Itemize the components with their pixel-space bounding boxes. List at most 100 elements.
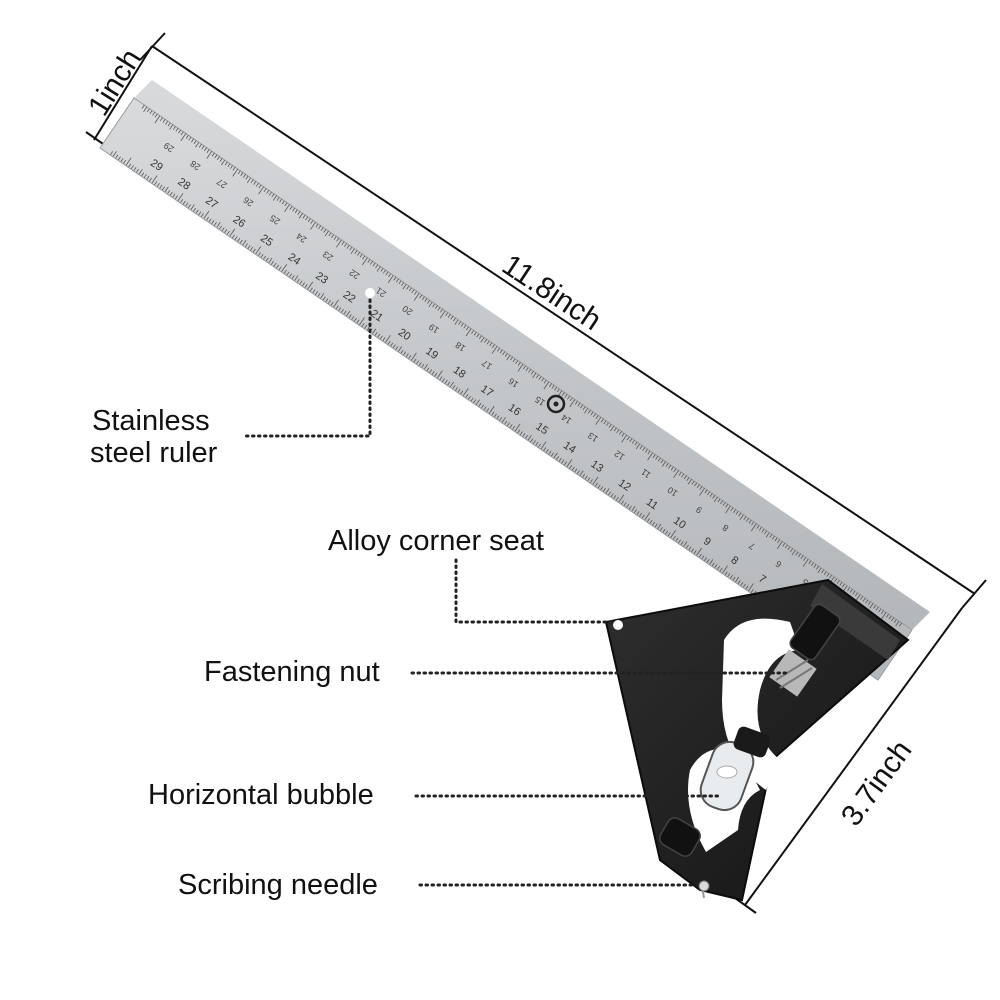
ruler-tick: [340, 308, 344, 313]
ruler-scale-number: 10: [666, 485, 680, 499]
ruler-tick: [426, 367, 430, 372]
ruler-tick: [356, 319, 360, 324]
ruler-tick: [447, 314, 451, 318]
ruler-tick: [574, 401, 578, 405]
ruler-tick: [367, 259, 371, 263]
ruler-tick: [504, 420, 508, 425]
ruler-scale-number: 8: [729, 554, 741, 567]
ruler-tick: [224, 161, 228, 166]
ruler-tick: [657, 523, 662, 530]
ruler-tick: [245, 243, 248, 248]
ruler-tick: [647, 452, 653, 461]
ruler-tick: [219, 225, 223, 230]
brand-logo-mark: [546, 394, 566, 414]
ruler-tick: [331, 234, 335, 239]
ruler-tick: [169, 191, 173, 196]
ruler-tick: [631, 440, 635, 444]
ruler-tick: [136, 168, 140, 173]
ruler-tick: [696, 547, 703, 556]
ruler-tick: [510, 356, 513, 361]
ruler-tick: [647, 450, 651, 455]
ruler-tick: [216, 156, 220, 161]
ruler-tick: [362, 255, 366, 260]
ruler-scale-number: 7: [747, 541, 757, 552]
ruler-scale-number: 28: [175, 176, 192, 193]
ruler-tick: [203, 210, 210, 219]
ruler-tick: [854, 592, 858, 597]
ruler-tick: [439, 310, 446, 319]
ruler-tick: [214, 154, 218, 159]
ruler-tick: [659, 527, 663, 531]
ruler-tick: [115, 154, 119, 159]
ruler-tick: [224, 229, 228, 233]
ruler-tick: [165, 120, 169, 125]
ruler-tick: [615, 496, 619, 501]
ruler-scale-number: 22: [341, 289, 358, 306]
ruler-tick: [278, 266, 282, 271]
ruler-tick: [175, 127, 179, 132]
ruler-tick: [442, 378, 446, 382]
ruler-tick: [880, 612, 887, 620]
ruler-tick: [401, 282, 405, 286]
ruler-tick: [489, 342, 493, 347]
ruler-tick: [698, 553, 702, 558]
ruler-scale-number: 11: [639, 467, 652, 481]
ruler-tick: [618, 494, 625, 503]
ruler-tick: [369, 260, 373, 265]
ruler-tick: [395, 346, 399, 350]
ruler-tick: [655, 455, 659, 460]
ruler-tick: [185, 202, 189, 207]
ruler-tick: [636, 511, 640, 515]
ruler-scale-number: 16: [506, 376, 520, 390]
ruler-tick: [687, 479, 692, 485]
ruler-tick: [307, 218, 311, 223]
ruler-tick: [602, 488, 606, 492]
ruler-tick: [481, 404, 484, 409]
ruler-tick: [221, 227, 225, 232]
ruler-scale-number: 15: [533, 394, 547, 408]
ruler-edge-top: [134, 80, 930, 630]
ruler-tick: [152, 111, 156, 116]
ruler-tick: [626, 503, 630, 508]
ruler-tick: [623, 502, 627, 506]
ruler-tick: [519, 431, 523, 436]
ruler-tick: [468, 395, 471, 400]
ruler-tick: [829, 574, 832, 579]
ruler-tick: [556, 388, 560, 393]
ruler-tick: [486, 340, 490, 345]
ruler-tick: [419, 294, 423, 299]
ruler-tick: [514, 423, 521, 432]
ruler-scale-number: 6: [774, 559, 784, 570]
ruler-tick: [608, 424, 612, 428]
ruler-tick: [717, 566, 720, 570]
handle-tick-bottom: [734, 897, 757, 914]
ruler-tick: [284, 204, 290, 213]
ruler-tick: [130, 165, 134, 170]
ruler-tick: [421, 296, 425, 301]
ruler-tick: [318, 225, 322, 230]
ruler-tick: [699, 486, 703, 490]
ruler-tick: [584, 475, 588, 480]
ruler-tick: [478, 335, 482, 340]
ruler-tick: [543, 447, 547, 451]
ruler-tick: [737, 580, 741, 584]
ruler-tick: [178, 129, 182, 134]
ruler-tick: [141, 172, 145, 177]
ruler-tick: [610, 425, 615, 432]
ruler-tick: [634, 509, 637, 514]
ruler-tick: [424, 298, 428, 302]
ruler-tick: [117, 156, 121, 161]
ruler-scale-number: 20: [396, 326, 413, 343]
ruler-tick: [750, 523, 757, 532]
ruler-tick: [270, 261, 274, 265]
ruler-tick: [751, 521, 755, 526]
ruler-tick: [501, 417, 506, 423]
ruler-tick: [328, 232, 332, 237]
ruler-tick: [190, 204, 195, 210]
ruler-tick: [237, 237, 241, 242]
ruler-tick: [440, 308, 443, 313]
ruler-tick: [403, 351, 407, 356]
ruler-tick: [343, 310, 347, 315]
ruler-tick: [227, 163, 231, 168]
ruler-scale-number: 23: [313, 270, 330, 287]
